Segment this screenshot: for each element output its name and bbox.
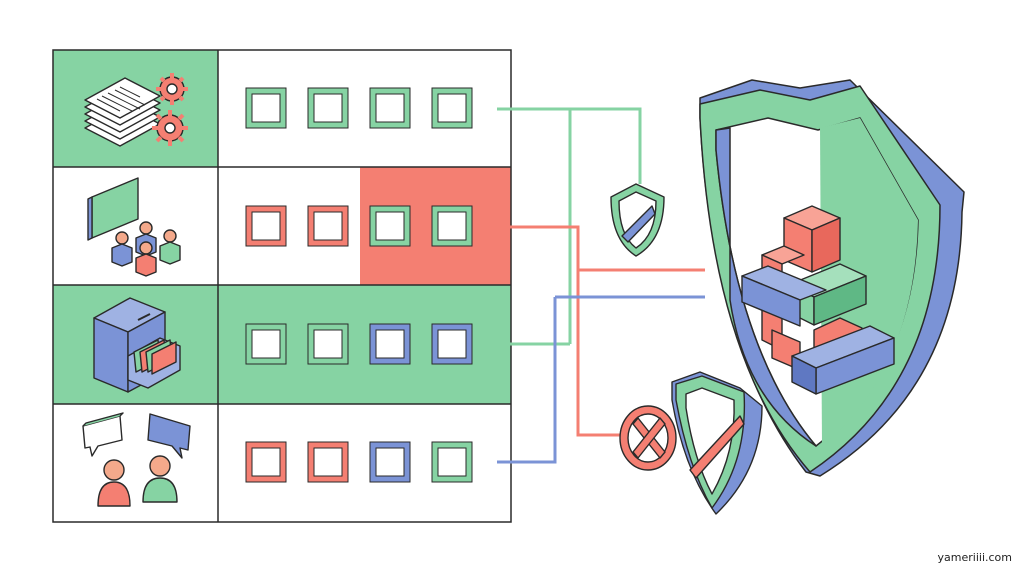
row2-connector bbox=[497, 225, 622, 437]
person-icon bbox=[97, 459, 131, 507]
chat-bubble-icon bbox=[147, 413, 191, 459]
permission-checkbox-inner bbox=[375, 447, 405, 477]
permission-checkbox-outer bbox=[307, 441, 349, 483]
permission-checkbox-inner bbox=[437, 447, 467, 477]
permission-checkbox-inner bbox=[313, 211, 343, 241]
permission-checkbox-outer bbox=[307, 205, 349, 247]
permission-checkbox bbox=[432, 442, 472, 482]
permission-checkbox-inner bbox=[375, 93, 405, 123]
permission-checkbox bbox=[370, 442, 410, 482]
permission-checkbox-inner bbox=[313, 329, 343, 359]
person-icon bbox=[142, 455, 178, 503]
permission-checkbox-inner bbox=[251, 211, 281, 241]
person-icon bbox=[159, 229, 181, 265]
watermark: yameriiii.com bbox=[937, 551, 1012, 564]
permission-checkbox-inner bbox=[437, 329, 467, 359]
small-shield-icon bbox=[610, 183, 665, 257]
broken-shield-icon bbox=[671, 371, 763, 515]
permission-checkbox-outer bbox=[369, 441, 411, 483]
permission-checkbox-outer bbox=[245, 441, 287, 483]
file-cabinet-icon bbox=[93, 297, 181, 393]
matrix-border bbox=[52, 49, 512, 523]
permission-checkbox bbox=[370, 324, 410, 364]
permission-checkbox-outer bbox=[431, 323, 473, 365]
permission-checkbox bbox=[246, 324, 286, 364]
permission-checkbox-inner bbox=[313, 447, 343, 477]
person-icon bbox=[111, 231, 133, 267]
permission-checkbox-inner bbox=[313, 93, 343, 123]
permission-checkbox-inner bbox=[375, 329, 405, 359]
stacked-blocks-icon bbox=[741, 205, 895, 395]
permission-checkbox-outer bbox=[431, 441, 473, 483]
chat-bubble-icon bbox=[82, 415, 123, 457]
document-stack-icon bbox=[84, 77, 161, 147]
person-icon bbox=[135, 241, 157, 277]
open-drawer-icon bbox=[127, 337, 181, 389]
permission-checkbox-inner bbox=[251, 447, 281, 477]
permission-checkbox-outer bbox=[369, 323, 411, 365]
permission-checkbox-inner bbox=[437, 211, 467, 241]
prohibited-sign-icon bbox=[619, 405, 677, 471]
permission-checkbox-outer bbox=[245, 323, 287, 365]
permission-checkbox bbox=[370, 88, 410, 128]
row1-connector bbox=[497, 107, 642, 184]
documents-gears-icon bbox=[84, 73, 188, 147]
permission-checkbox bbox=[308, 442, 348, 482]
permission-checkbox-inner bbox=[437, 93, 467, 123]
permission-checkbox-inner bbox=[375, 211, 405, 241]
permission-checkbox bbox=[308, 206, 348, 246]
permission-checkboxes bbox=[245, 87, 473, 483]
row4-connector bbox=[497, 297, 557, 464]
permission-checkbox-outer bbox=[245, 205, 287, 247]
permission-checkbox-outer bbox=[245, 87, 287, 129]
permission-checkbox-outer bbox=[369, 205, 411, 247]
permission-checkbox bbox=[370, 206, 410, 246]
permission-checkbox bbox=[432, 88, 472, 128]
permission-checkbox-outer bbox=[369, 87, 411, 129]
permission-checkbox bbox=[308, 88, 348, 128]
permission-checkbox bbox=[246, 206, 286, 246]
permission-checkbox bbox=[246, 88, 286, 128]
people-chat-icon bbox=[82, 412, 191, 507]
permission-checkbox bbox=[246, 442, 286, 482]
permission-checkbox-outer bbox=[307, 87, 349, 129]
gear-icon bbox=[156, 73, 188, 105]
connector-lines bbox=[497, 107, 705, 464]
permission-checkbox bbox=[432, 324, 472, 364]
permission-checkbox bbox=[432, 206, 472, 246]
permission-checkbox-inner bbox=[251, 329, 281, 359]
permission-checkbox-inner bbox=[251, 93, 281, 123]
team-presentation-icon bbox=[87, 177, 181, 277]
presentation-board-icon bbox=[91, 177, 139, 239]
gear-icon bbox=[152, 110, 188, 146]
permission-checkbox-outer bbox=[431, 205, 473, 247]
permission-checkbox bbox=[308, 324, 348, 364]
permission-checkbox-outer bbox=[307, 323, 349, 365]
permission-checkbox-outer bbox=[431, 87, 473, 129]
